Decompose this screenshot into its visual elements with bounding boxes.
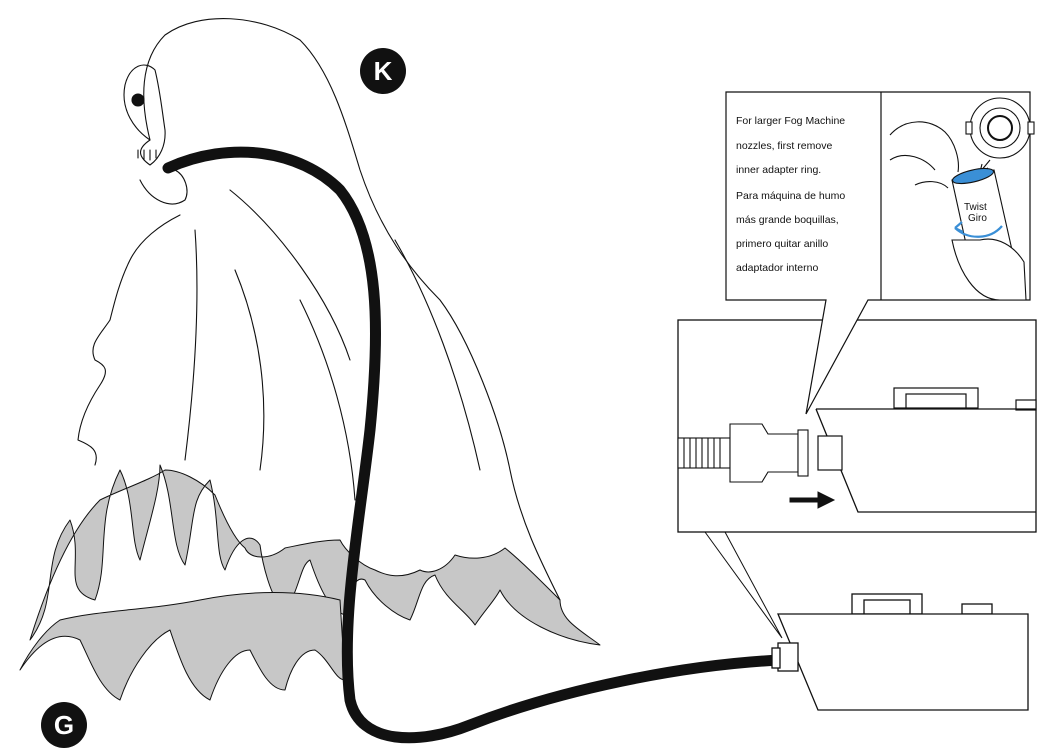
badge-g-letter: G (54, 710, 74, 740)
fog-machine-bottom-nozzle (778, 643, 798, 671)
callout-es-line-3: primero quitar anillo (736, 238, 828, 250)
ghost-cloak-fold-2 (185, 230, 197, 460)
ghost-cloak-outline (144, 19, 560, 600)
callout-en-line-1: For larger Fog Machine (736, 115, 845, 127)
badge-g: G (41, 702, 87, 748)
fog-machine-bottom (772, 594, 1028, 710)
twist-label-es: Giro (968, 213, 987, 224)
zoom-leader-lines (705, 532, 782, 638)
zoom-box-h (678, 320, 1036, 532)
callout-en-line-2: nozzles, first remove (736, 140, 832, 152)
badge-k: K (360, 48, 406, 94)
fog-machine-bottom-knob (962, 604, 992, 614)
zoom-machine-nozzle (818, 436, 842, 470)
callout-es-line-4: adaptador interno (736, 262, 818, 274)
ghost-jaw (140, 170, 187, 204)
callout-es-line-1: Para máquina de humo (736, 190, 845, 202)
badge-k-letter: K (374, 56, 393, 86)
ghost-eye-socket (132, 94, 144, 106)
ghost-cloak-fold-5 (395, 240, 480, 470)
ghost-flame-tips (20, 593, 345, 701)
callout-en-line-3: inner adapter ring. (736, 164, 821, 176)
callout-es-line-2: más grande boquillas, (736, 214, 839, 226)
ghost-cloak-fold-3 (235, 270, 264, 470)
ghost-cloak-fold-1 (230, 190, 350, 360)
fog-machine-bottom-body (778, 614, 1028, 710)
ghost-figure (20, 19, 600, 700)
ghost-left-rags (78, 215, 180, 465)
ghost-cloak-fold-4 (300, 300, 355, 500)
twist-label-en: Twist (964, 202, 987, 213)
